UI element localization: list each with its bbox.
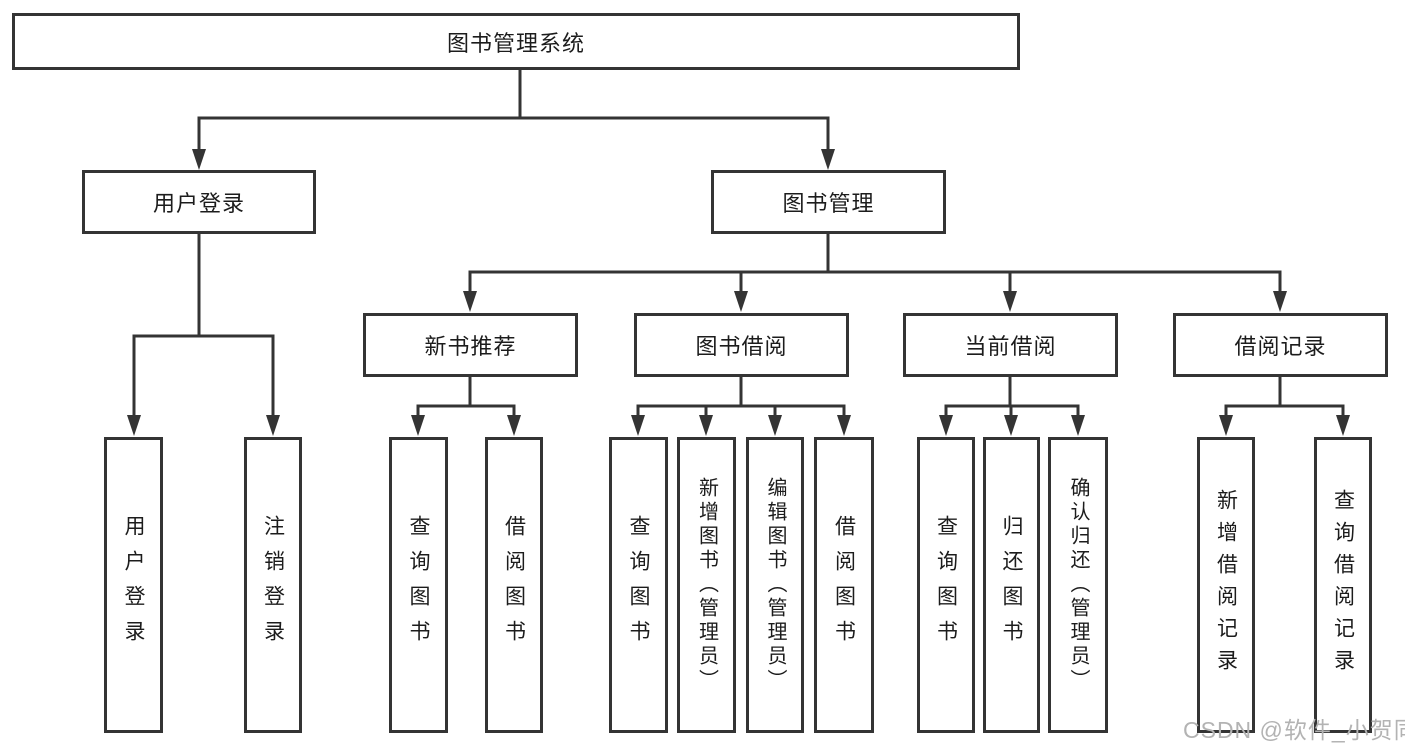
node-label: 新增借阅记录: [1214, 489, 1238, 681]
leaf-add-borrow-record: 新增借阅记录: [1197, 437, 1255, 733]
node-current-borrow: 当前借阅: [903, 313, 1118, 377]
leaf-add-books-admin: 新增图书（管理员）: [677, 437, 736, 733]
leaf-edit-books-admin: 编辑图书（管理员）: [746, 437, 804, 733]
leaf-query-books-recommend: 查询图书: [389, 437, 448, 733]
node-new-book-recommend: 新书推荐: [363, 313, 578, 377]
node-label: 查询图书: [407, 515, 430, 655]
leaf-logout-login: 注销登录: [244, 437, 302, 733]
node-label: 归还图书: [1000, 515, 1023, 655]
node-label: 注销登录: [261, 515, 285, 655]
node-label: 图书管理: [782, 191, 875, 216]
node-label: 图书借阅: [695, 334, 788, 359]
node-label: 新增图书（管理员）: [695, 477, 718, 693]
leaf-borrow-books: 借阅图书: [814, 437, 874, 733]
node-label: 用户登录: [152, 191, 245, 216]
node-label: 用户登录: [122, 515, 145, 655]
node-label: 借阅图书: [832, 515, 856, 655]
node-label: 编辑图书（管理员）: [764, 477, 786, 693]
node-label: 确认归还（管理员）: [1067, 477, 1089, 693]
arrowheads: [127, 149, 1350, 436]
leaf-query-books-current: 查询图书: [917, 437, 975, 733]
leaf-borrow-books-recommend: 借阅图书: [485, 437, 543, 733]
node-library-management-system: 图书管理系统: [12, 13, 1020, 70]
node-label: 查询图书: [627, 515, 650, 655]
node-label: 新书推荐: [424, 334, 517, 359]
leaf-confirm-return-admin: 确认归还（管理员）: [1048, 437, 1108, 733]
node-label: 借阅记录: [1234, 334, 1327, 359]
leaf-return-books: 归还图书: [983, 437, 1040, 733]
node-label: 借阅图书: [502, 515, 526, 655]
node-book-management: 图书管理: [711, 170, 946, 234]
leaf-query-borrow-record: 查询借阅记录: [1314, 437, 1372, 733]
node-book-borrow: 图书借阅: [634, 313, 849, 377]
node-borrow-record: 借阅记录: [1173, 313, 1388, 377]
node-user-login: 用户登录: [82, 170, 316, 234]
node-label: 查询图书: [934, 515, 958, 655]
node-label: 当前借阅: [964, 334, 1057, 359]
node-label: 图书管理系统: [446, 30, 585, 56]
leaf-user-login: 用户登录: [104, 437, 163, 733]
node-label: 查询借阅记录: [1331, 489, 1355, 681]
leaf-query-books-borrow: 查询图书: [609, 437, 668, 733]
